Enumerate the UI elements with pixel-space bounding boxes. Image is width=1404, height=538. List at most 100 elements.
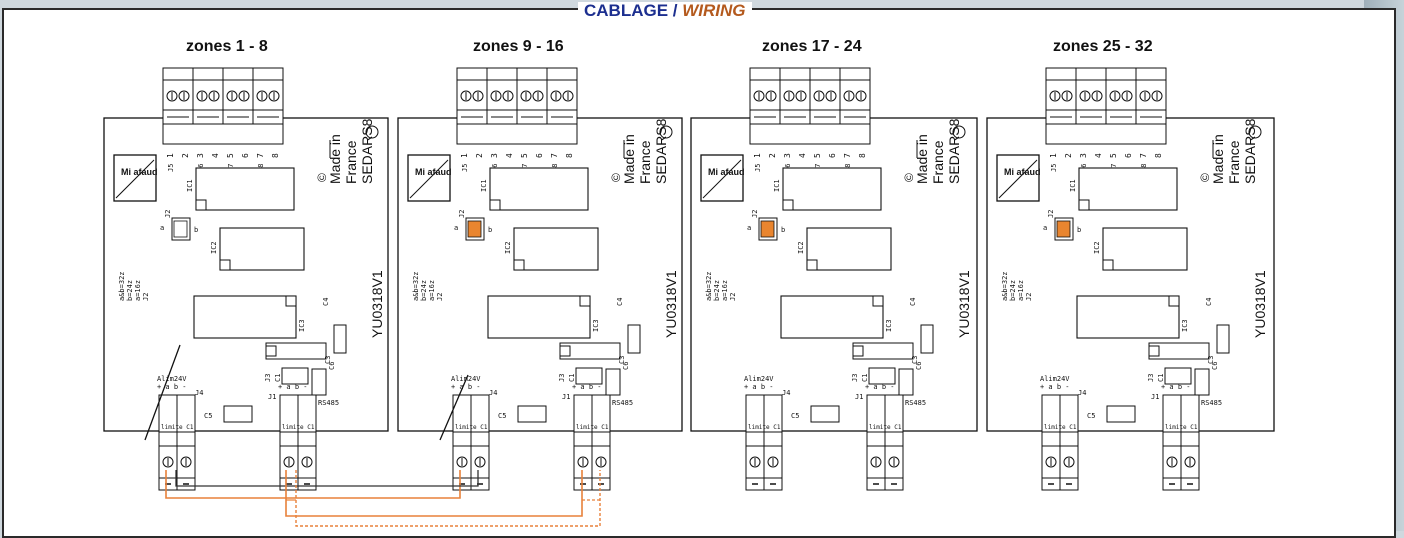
capacitor-c5 — [223, 405, 253, 423]
terminal-cap — [884, 431, 904, 447]
logo-text: Mi afaud — [415, 167, 452, 177]
logo: Mi afaud — [996, 154, 1041, 202]
label-rs485: RS485 — [1201, 399, 1222, 407]
ic-chip-mid — [806, 227, 892, 271]
copyright-mark: © — [1198, 173, 1212, 182]
label-alim: Alim24V — [1040, 375, 1070, 383]
capacitor-c1 — [575, 367, 603, 385]
capacitor-c5 — [517, 405, 547, 423]
terminal-base-strip — [162, 123, 284, 145]
capacitor-c6 — [1216, 324, 1230, 354]
pin1-square — [806, 259, 818, 271]
zone-digit: 6 — [241, 153, 250, 158]
terminal-cap — [452, 431, 472, 447]
ic-chip-bottom — [1076, 295, 1180, 339]
model-text: SEDARS8 — [946, 118, 962, 184]
zone-digit: 8 — [858, 153, 867, 158]
label-ic1: IC1 — [1069, 179, 1077, 192]
jumper-legend-line: a=16z — [428, 280, 436, 301]
zone-digit: 8 — [1154, 153, 1163, 158]
label-limite2: limite C1 — [869, 424, 902, 431]
capacitor-c1 — [281, 367, 309, 385]
top-terminal-label — [809, 67, 841, 81]
board-3: 12345678J5J6J7J8Mi afaudIC1J2baIC2a&b=32… — [690, 67, 978, 491]
logo-diagonal — [702, 159, 742, 199]
zone-digit: 8 — [565, 153, 574, 158]
wire-power-negative — [175, 470, 479, 487]
zone-digit: 1 — [753, 153, 762, 158]
label-j3: J3 — [851, 374, 859, 382]
wire-power-positive — [165, 470, 461, 499]
top-terminal-label — [456, 67, 488, 81]
jumper-legend-line: J2 — [436, 293, 444, 301]
logo-diagonal — [998, 159, 1038, 199]
board-4: 12345678J5J6J7J8Mi afaudIC1J2baIC2a&b=32… — [986, 67, 1275, 491]
france-text: France — [343, 140, 359, 184]
jumper-legend-line: b=24z — [126, 280, 134, 301]
label-j4: J4 — [782, 389, 790, 397]
label-ic3: IC3 — [1181, 319, 1189, 332]
top-terminal-label — [546, 67, 578, 81]
ic-chip-bottom — [780, 295, 884, 339]
pin1-square — [489, 199, 501, 211]
label-c3: C3 — [911, 356, 919, 364]
label-ic3: IC3 — [885, 319, 893, 332]
label-ic2: IC2 — [1093, 241, 1101, 254]
power-terminal — [452, 431, 490, 491]
label-bus-pins: + a b - — [278, 383, 308, 391]
label-j4: J4 — [195, 389, 203, 397]
capacitor-c5 — [1106, 405, 1136, 423]
ic-chip-mid — [219, 227, 305, 271]
wire-bus-b — [295, 470, 601, 527]
label-j1: J1 — [855, 393, 863, 401]
zone-digit: 4 — [1094, 153, 1103, 158]
label-bus-pins: + a b - — [572, 383, 602, 391]
terminal-cap — [279, 431, 299, 447]
made-in-text: Made in — [327, 134, 343, 184]
terminal-cap — [297, 431, 317, 447]
label-j5: J5 — [167, 164, 175, 172]
label-alim-pins: + a b - — [744, 383, 774, 391]
jumper-pin-a: a — [747, 224, 751, 232]
label-c3: C3 — [618, 356, 626, 364]
label-j3: J3 — [558, 374, 566, 382]
ic-chip-top — [782, 167, 882, 211]
model-text: SEDARS8 — [1242, 118, 1258, 184]
label-rs485: RS485 — [612, 399, 633, 407]
terminal-cap — [866, 431, 886, 447]
jumper-legend-line: a=16z — [1017, 280, 1025, 301]
logo-diagonal — [409, 159, 449, 199]
label-c6: C6 — [328, 362, 336, 370]
label-rs485: RS485 — [318, 399, 339, 407]
zone-digit: 5 — [520, 153, 529, 158]
top-terminal-label — [749, 67, 781, 81]
terminal-cap — [1162, 431, 1182, 447]
capacitor-c1 — [868, 367, 896, 385]
zone-label-2: zones 9 - 16 — [473, 38, 564, 55]
label-alim-pins: + a b - — [451, 383, 481, 391]
zone-digit: 5 — [1109, 153, 1118, 158]
label-c1: C1 — [1157, 374, 1165, 382]
top-terminal-label — [486, 67, 518, 81]
bus-terminal — [573, 431, 611, 491]
bus-terminal — [1162, 431, 1200, 491]
zone-digit: 4 — [211, 153, 220, 158]
ref-text: YU0318V1 — [956, 270, 972, 338]
zone-digit: 7 — [1139, 153, 1148, 158]
terminal-cap — [1059, 431, 1079, 447]
jumper-legend-line: b=24z — [1009, 280, 1017, 301]
label-limite1: limite C1 — [161, 424, 194, 431]
top-terminal-label — [1075, 67, 1107, 81]
label-limite1: limite C1 — [748, 424, 781, 431]
label-j2: J2 — [164, 210, 172, 218]
copyright-mark: © — [315, 173, 329, 182]
label-j5: J5 — [754, 164, 762, 172]
jumper-j2 — [173, 220, 188, 238]
terminal-cap — [1041, 431, 1061, 447]
ground-symbol — [659, 125, 673, 139]
label-rs485: RS485 — [905, 399, 926, 407]
jumper-legend-line: J2 — [142, 293, 150, 301]
jumper-legend-line: a=16z — [134, 280, 142, 301]
pin1-square — [195, 199, 207, 211]
label-limite1: limite C1 — [1044, 424, 1077, 431]
